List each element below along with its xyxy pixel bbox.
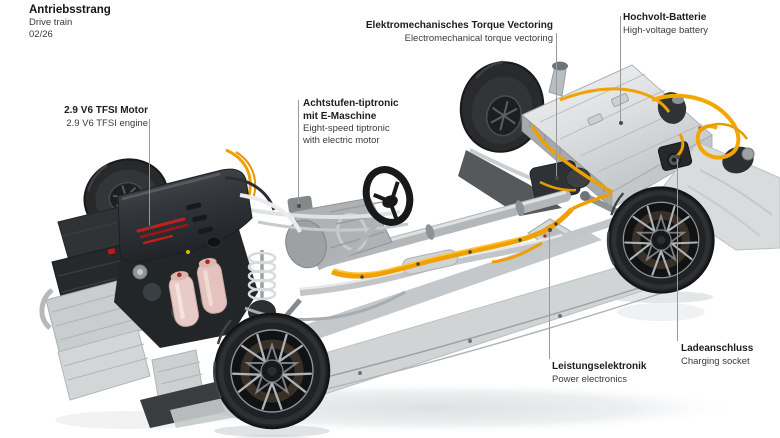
label-power-electronics: Leistungselektronik Power electronics: [552, 361, 646, 385]
label-engine: 2.9 V6 TFSI Motor 2.9 V6 TFSI engine: [0, 105, 148, 129]
label-battery: Hochvolt-Batterie High-voltage battery: [623, 12, 708, 36]
leader-charging-socket-dot: [675, 155, 680, 159]
leader-power-electronics-dot: [547, 228, 552, 232]
label-transmission: Achtstufen-tiptronic mit E-Maschine Eigh…: [303, 98, 399, 146]
page-date: 02/26: [29, 29, 53, 40]
label-engine-en: 2.9 V6 TFSI engine: [66, 117, 148, 129]
rear-right-wheel: [608, 187, 715, 294]
steering-wheel: [316, 166, 414, 271]
label-engine-de: 2.9 V6 TFSI Motor: [64, 105, 148, 116]
leader-torque-vectoring-dot: [554, 176, 559, 180]
leader-engine-dot: [147, 225, 152, 229]
leader-battery-dot: [618, 121, 623, 125]
leader-transmission: [296, 100, 301, 208]
leader-battery: [618, 16, 623, 125]
label-transmission-de2: mit E-Maschine: [303, 110, 377, 122]
label-torque-vectoring-de: Elektromechanisches Torque Vectoring: [365, 20, 553, 31]
label-power-electronics-de: Leistungselektronik: [552, 361, 647, 372]
front-right-wheel: [214, 313, 330, 429]
label-transmission-de1: Achtstufen-tiptronic: [303, 98, 399, 109]
label-transmission-en2: with electric motor: [303, 134, 380, 146]
leader-transmission-dot: [296, 204, 301, 208]
label-transmission-en1: Eight-speed tiptronic: [303, 123, 390, 134]
page-title-en: Drive train: [29, 17, 73, 28]
header: Antriebsstrang Drive train 02/26: [29, 4, 111, 41]
label-charging-socket: Ladeanschluss Charging socket: [681, 343, 753, 367]
rear-suspension-tower: [548, 65, 567, 97]
label-charging-socket-de: Ladeanschluss: [681, 343, 754, 354]
label-charging-socket-en: Charging socket: [681, 355, 750, 367]
hv-cables: [225, 87, 749, 279]
label-power-electronics-en: Power electronics: [552, 373, 627, 385]
leader-torque-vectoring: [554, 33, 559, 180]
label-battery-en: High-voltage battery: [623, 24, 709, 36]
leader-charging-socket: [675, 155, 680, 341]
leader-engine: [147, 119, 152, 229]
transmission-illustration: [249, 195, 409, 269]
leader-power-electronics: [547, 228, 552, 359]
label-torque-vectoring: Elektromechanisches Torque Vectoring Ele…: [253, 20, 553, 44]
page-title-de: Antriebsstrang: [29, 4, 111, 16]
engine-illustration: [107, 168, 302, 264]
label-battery-de: Hochvolt-Batterie: [623, 12, 707, 23]
coolant-canisters: [168, 258, 228, 327]
label-torque-vectoring-en: Electromechanical torque vectoring: [404, 32, 553, 44]
